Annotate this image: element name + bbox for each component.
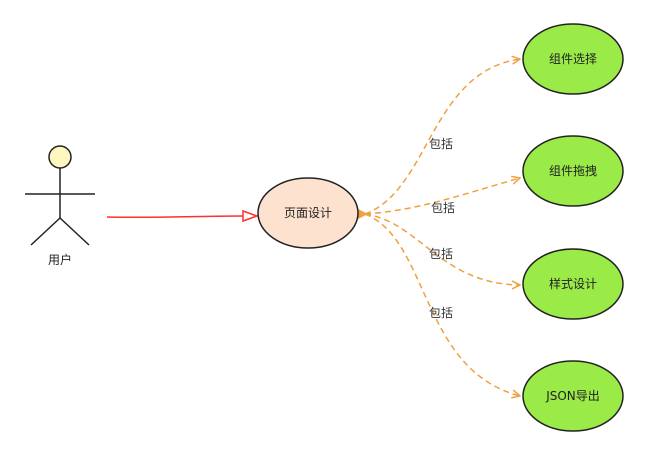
actor-right-leg [59,217,90,246]
actor-left-leg [30,217,61,246]
use-case-main-label: 页面设计 [284,206,332,220]
use-case-included-2-label: 组件拖拽 [549,164,597,178]
use-case-main-ellipse [257,177,359,249]
actor-head [48,145,72,169]
association-line [106,215,244,219]
include-label-1: 包括 [429,136,453,151]
use-case-included-2-ellipse [522,135,624,207]
include-label-2: 包括 [431,200,455,215]
include-label-4: 包括 [429,305,453,320]
use-case-main[interactable]: 页面设计 [257,177,359,249]
use-case-included-1-ellipse [522,23,624,95]
use-case-included-1[interactable]: 组件选择 [522,23,624,95]
include-edge-1 [364,59,520,215]
use-case-included-3[interactable]: 样式设计 [522,248,624,320]
use-case-included-3-ellipse [522,248,624,320]
include-label-3: 包括 [429,246,453,261]
use-case-included-3-label: 样式设计 [549,276,597,291]
association-edge [106,209,260,223]
use-case-included-4-ellipse [522,360,624,432]
include-origin-marker [358,209,368,219]
include-edge-4 [364,213,520,396]
actor-user[interactable]: 用户 [25,145,95,267]
use-case-included-1-label: 组件选择 [549,52,597,66]
use-case-included-4[interactable]: JSON导出 [522,360,624,432]
use-case-included-2[interactable]: 组件拖拽 [522,135,624,207]
actor-label: 用户 [48,252,72,267]
association-arrowhead [242,209,260,223]
include-edges: 包括 包括 包括 包括 [358,59,520,396]
use-case-included-4-label: JSON导出 [545,389,600,403]
